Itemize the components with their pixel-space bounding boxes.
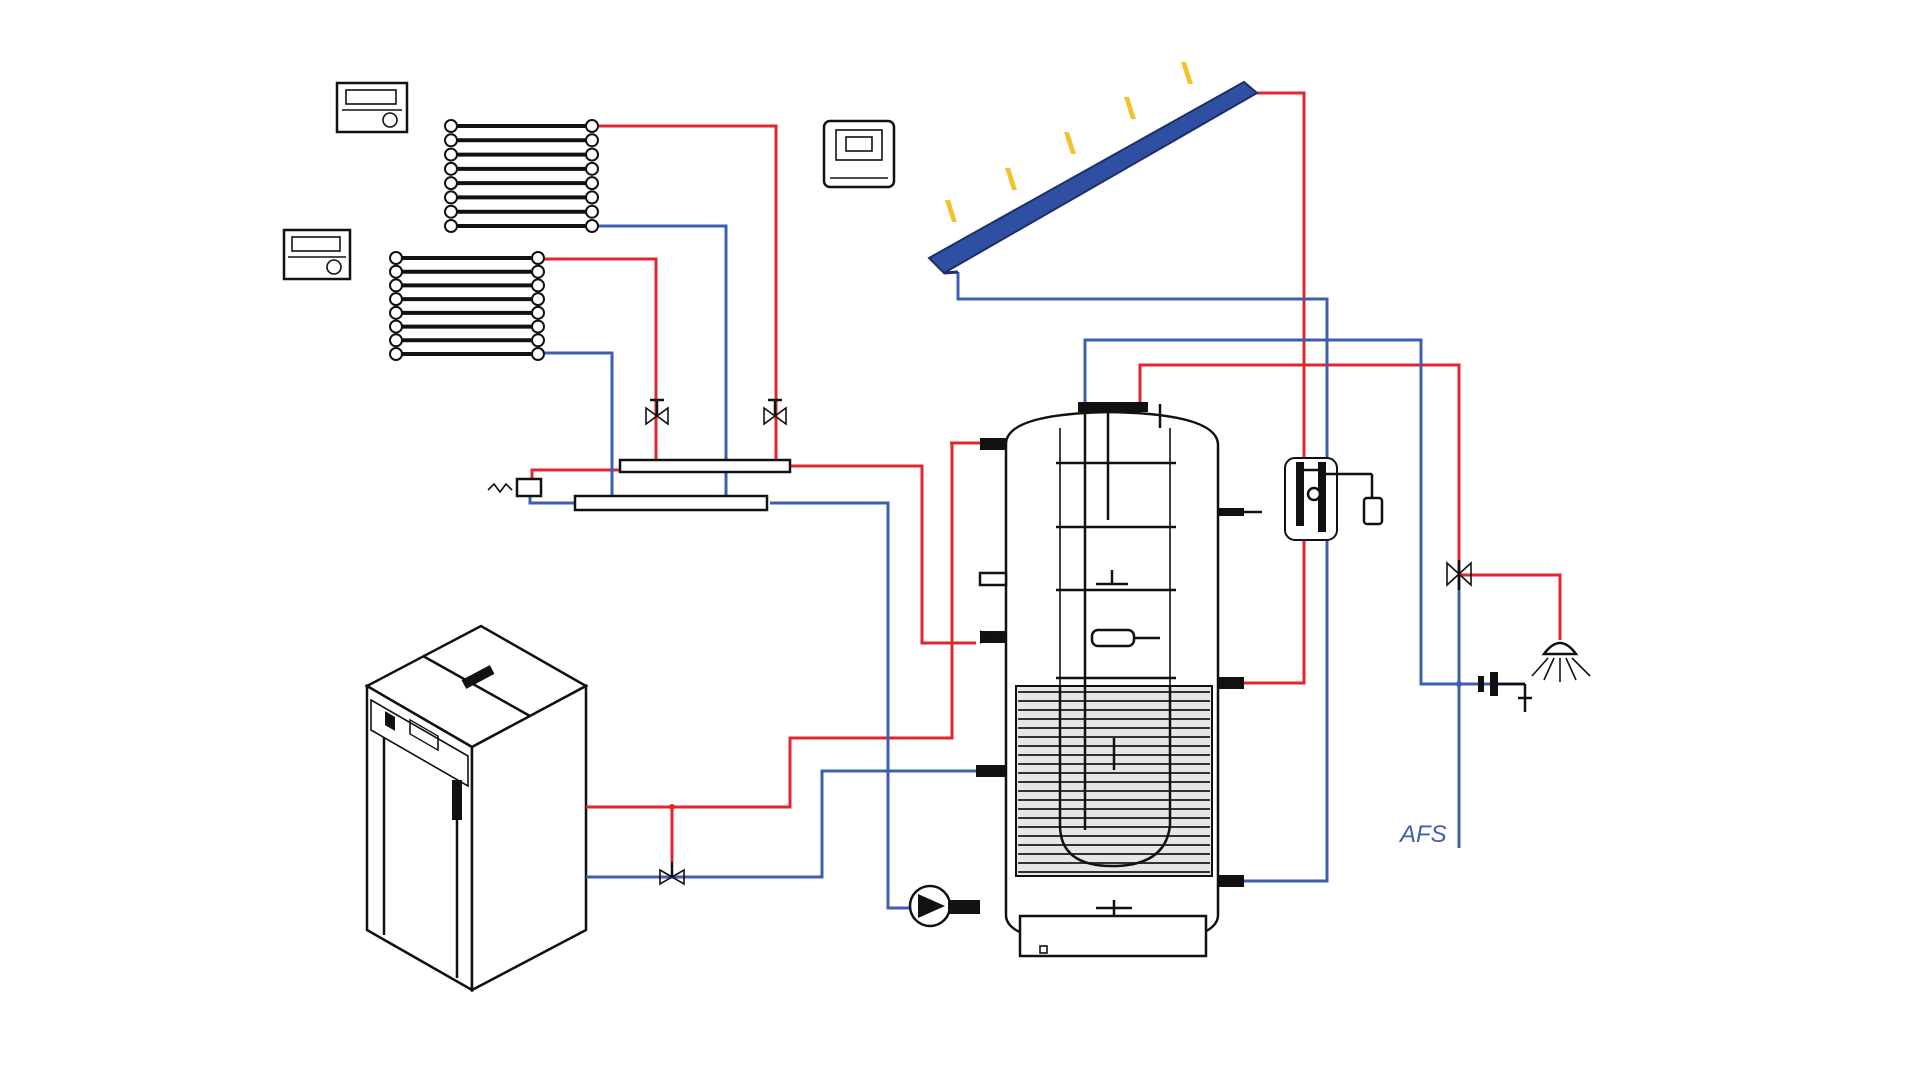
radiator-cap bbox=[585, 147, 599, 162]
pipe-manifold-to-pump bbox=[770, 501, 916, 910]
pipe-manifold-to-tank bbox=[790, 464, 976, 645]
radiator-cap bbox=[585, 176, 599, 191]
pipe-manifold-stub bbox=[530, 468, 620, 483]
radiator-cap bbox=[389, 278, 403, 293]
pipe-cold-water bbox=[1083, 338, 1500, 686]
pipe-shower-supply bbox=[1459, 573, 1562, 640]
shower-head bbox=[1531, 641, 1591, 682]
water-tap bbox=[1456, 672, 1532, 712]
sun-rays bbox=[945, 62, 1193, 222]
radiator-cap bbox=[444, 147, 458, 162]
thermostatic-mixing-valve bbox=[1446, 560, 1472, 590]
zone-valve-left bbox=[645, 398, 669, 426]
heating-manifold bbox=[487, 398, 792, 512]
solar-controller bbox=[822, 119, 896, 189]
radiator-cap bbox=[585, 204, 599, 219]
pipe-boiler-return bbox=[590, 769, 976, 879]
radiator-cap bbox=[531, 264, 545, 279]
room-thermostat-lower bbox=[282, 228, 352, 281]
radiator-cap bbox=[585, 161, 599, 176]
radiator-cap bbox=[531, 251, 545, 265]
radiator-cap bbox=[531, 278, 545, 293]
pipe-upper-radiator-return bbox=[592, 224, 728, 500]
radiator-cap bbox=[444, 190, 458, 205]
circulation-pump bbox=[908, 884, 980, 928]
pipe-lower-radiator-return bbox=[538, 351, 614, 500]
radiator-lower bbox=[389, 251, 545, 361]
storage-tank bbox=[976, 402, 1262, 958]
radiator-cap bbox=[531, 319, 545, 334]
radiator-cap bbox=[389, 264, 403, 279]
radiator-cap bbox=[389, 319, 403, 334]
pipe-upper-radiator-supply bbox=[592, 124, 778, 470]
bypass-valve bbox=[659, 804, 685, 886]
heat-exchanger-coil bbox=[1018, 691, 1210, 873]
radiator-upper bbox=[444, 119, 599, 233]
room-thermostat-upper bbox=[335, 81, 409, 134]
afs-label: AFS bbox=[1398, 821, 1447, 848]
solar-pump-station bbox=[1284, 457, 1384, 541]
radiator-cap bbox=[531, 347, 545, 361]
radiator-cap bbox=[389, 305, 403, 320]
radiator-cap bbox=[531, 333, 545, 348]
radiator-cap bbox=[389, 333, 403, 348]
solar-collector bbox=[927, 62, 1259, 275]
radiator-cap bbox=[585, 133, 599, 148]
radiator-cap bbox=[444, 176, 458, 191]
radiator-cap bbox=[585, 119, 599, 133]
pipe-solar-return bbox=[956, 272, 1329, 883]
radiator-cap bbox=[444, 133, 458, 148]
return-pipes bbox=[528, 224, 1525, 910]
zone-valve-right bbox=[763, 398, 787, 426]
radiator-cap bbox=[444, 119, 458, 133]
boiler bbox=[364, 624, 590, 993]
radiator-cap bbox=[389, 347, 403, 361]
pipe-tank-upper-supply bbox=[590, 441, 954, 809]
pipe-solar-supply bbox=[1225, 91, 1306, 685]
radiator-cap bbox=[444, 204, 458, 219]
radiator-cap bbox=[585, 219, 599, 233]
radiator-cap bbox=[444, 219, 458, 233]
radiator-cap bbox=[389, 292, 403, 307]
radiator-cap bbox=[389, 251, 403, 265]
pipe-lower-radiator-supply bbox=[538, 257, 658, 470]
radiator-cap bbox=[444, 161, 458, 176]
radiator-cap bbox=[531, 292, 545, 307]
pipe-dhw-supply bbox=[1138, 363, 1461, 575]
radiator-cap bbox=[585, 190, 599, 205]
radiator-cap bbox=[531, 305, 545, 320]
